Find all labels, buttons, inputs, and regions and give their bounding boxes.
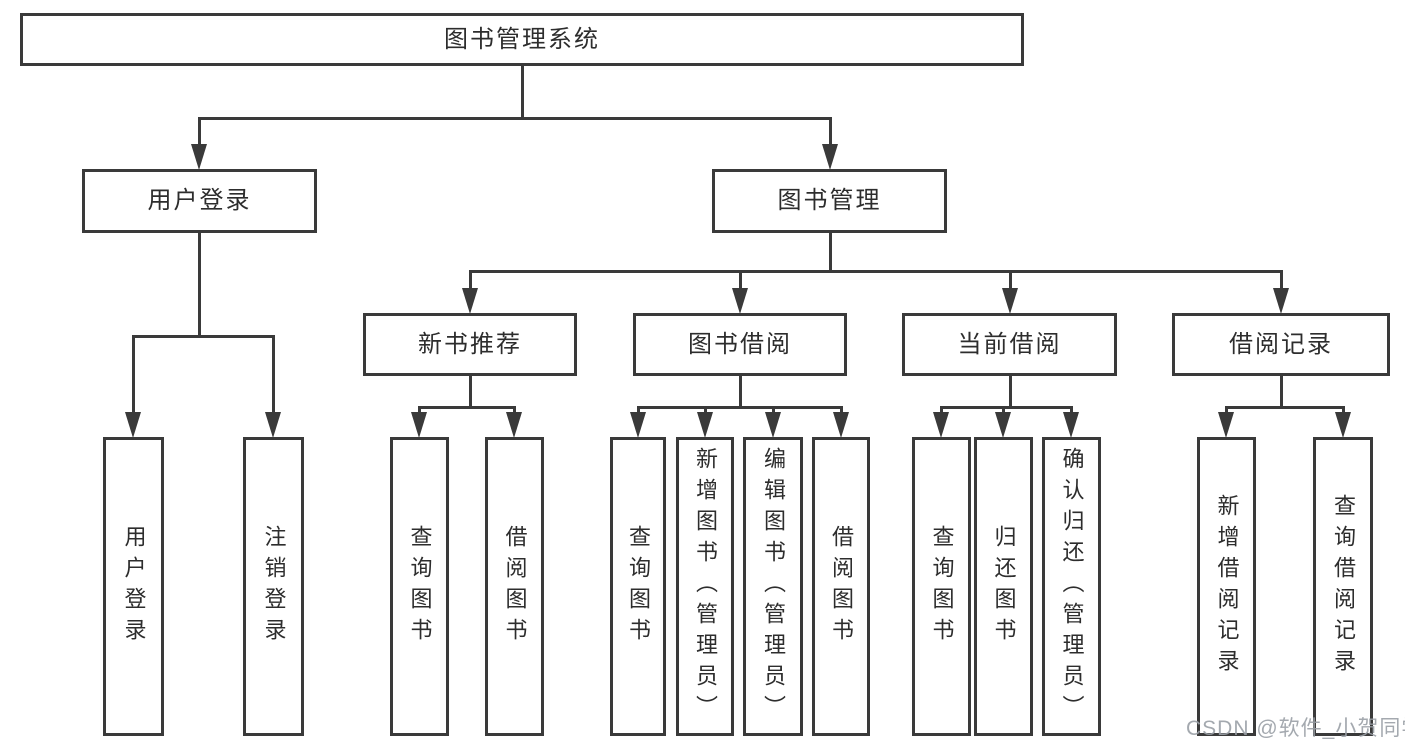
connector-vline — [637, 408, 640, 414]
arrowhead-down — [265, 412, 281, 438]
connector-vline — [772, 408, 775, 414]
arrowhead-down — [765, 412, 781, 438]
watermark-text: CSDN @软件_小贺同学 — [1186, 717, 1405, 740]
leaf-query-borrow-record: 查询借阅记录 — [1313, 437, 1373, 736]
connector-vline — [1280, 376, 1283, 408]
node-new-book-recommendation: 新书推荐 — [363, 313, 577, 376]
connector-vline — [704, 408, 707, 414]
connector-vline — [272, 337, 275, 414]
leaf-label: 用户登录 — [121, 524, 147, 649]
arrowhead-down — [411, 412, 427, 438]
node-label: 新书推荐 — [418, 330, 522, 358]
arrowhead-down — [1063, 412, 1079, 438]
leaf-add-borrow-record: 新增借阅记录 — [1197, 437, 1256, 736]
connector-vline — [1280, 272, 1283, 290]
leaf-label: 查询图书 — [626, 524, 651, 649]
node-label: 借阅记录 — [1229, 330, 1333, 358]
connector-vline — [469, 272, 472, 290]
connector-vline — [1342, 408, 1345, 414]
connector-vline — [418, 408, 421, 414]
leaf-label: 借阅图书 — [502, 524, 528, 649]
leaf-label: 归还图书 — [991, 524, 1017, 649]
arrowhead-down — [732, 288, 748, 314]
leaf-label: 新增图书（管理员） — [693, 447, 718, 726]
connector-vline — [513, 408, 516, 414]
arrowhead-down — [933, 412, 949, 438]
connector-vline — [198, 118, 201, 147]
leaf-query-books-recommend: 查询图书 — [390, 437, 449, 736]
leaf-label: 借阅图书 — [829, 524, 854, 649]
node-borrowing-records: 借阅记录 — [1172, 313, 1390, 376]
arrowhead-down — [833, 412, 849, 438]
leaf-return-books: 归还图书 — [974, 437, 1033, 736]
node-user-login: 用户登录 — [82, 169, 317, 233]
connector-hline — [198, 117, 832, 120]
connector-vline — [1009, 376, 1012, 408]
arrowhead-down — [1218, 412, 1234, 438]
connector-vline — [829, 233, 832, 272]
arrowhead-down — [1335, 412, 1351, 438]
connector-vline — [521, 66, 524, 118]
connector-hline — [418, 406, 516, 409]
arrowhead-down — [462, 288, 478, 314]
node-label: 图书管理 — [777, 187, 882, 214]
connector-vline — [840, 408, 843, 414]
leaf-label: 查询图书 — [929, 524, 955, 649]
arrowhead-down — [1002, 288, 1018, 314]
node-label: 图书管理系统 — [444, 25, 600, 53]
connector-hline — [637, 406, 843, 409]
arrowhead-down — [506, 412, 522, 438]
connector-vline — [829, 118, 832, 147]
connector-vline — [940, 408, 943, 414]
node-label: 当前借阅 — [957, 330, 1062, 358]
connector-vline — [198, 233, 201, 337]
connector-hline — [469, 270, 1283, 273]
node-label: 用户登录 — [147, 187, 252, 214]
leaf-user-login: 用户登录 — [103, 437, 164, 736]
connector-vline — [132, 337, 135, 414]
connector-hline — [1225, 406, 1345, 409]
connector-hline — [940, 406, 1073, 409]
leaf-query-books-current: 查询图书 — [912, 437, 971, 736]
arrowhead-down — [697, 412, 713, 438]
connector-vline — [739, 376, 742, 408]
leaf-confirm-return-admin: 确认归还（管理员） — [1042, 437, 1101, 736]
leaf-logout: 注销登录 — [243, 437, 304, 736]
node-book-management: 图书管理 — [712, 169, 947, 233]
node-label: 图书借阅 — [688, 330, 792, 358]
connector-vline — [1070, 408, 1073, 414]
leaf-label: 查询借阅记录 — [1331, 493, 1356, 680]
leaf-add-book-admin: 新增图书（管理员） — [676, 437, 734, 736]
leaf-label: 确认归还（管理员） — [1059, 447, 1085, 726]
arrowhead-down — [191, 144, 207, 170]
arrowhead-down — [822, 144, 838, 170]
leaf-label: 编辑图书（管理员） — [761, 447, 786, 726]
leaf-edit-book-admin: 编辑图书（管理员） — [743, 437, 803, 736]
arrowhead-down — [630, 412, 646, 438]
connector-vline — [1002, 408, 1005, 414]
node-book-management-system: 图书管理系统 — [20, 13, 1024, 66]
leaf-label: 新增借阅记录 — [1214, 493, 1240, 680]
node-current-borrowing: 当前借阅 — [902, 313, 1117, 376]
connector-vline — [1009, 272, 1012, 290]
connector-vline — [469, 376, 472, 408]
connector-hline — [132, 335, 275, 338]
leaf-borrow-books-borrowing: 借阅图书 — [812, 437, 870, 736]
arrowhead-down — [1273, 288, 1289, 314]
connector-vline — [739, 272, 742, 290]
arrowhead-down — [995, 412, 1011, 438]
node-book-borrowing: 图书借阅 — [633, 313, 847, 376]
leaf-borrow-books-recommend: 借阅图书 — [485, 437, 544, 736]
arrowhead-down — [125, 412, 141, 438]
leaf-query-books-borrowing: 查询图书 — [610, 437, 666, 736]
leaf-label: 查询图书 — [407, 524, 433, 649]
leaf-label: 注销登录 — [261, 524, 287, 649]
connector-vline — [1225, 408, 1228, 414]
